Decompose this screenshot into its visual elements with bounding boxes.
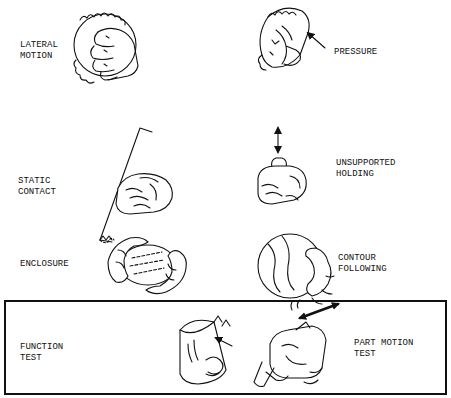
procedure-label: LATERAL MOTION — [20, 40, 70, 62]
group-box: FUNCTION TEST PART MOTION TEST — [4, 300, 447, 395]
procedure-label: UNSUPPORTED HOLDING — [336, 158, 408, 180]
procedure-label: CONTOUR FOLLOWING — [338, 253, 400, 275]
procedure-label: ENCLOSURE — [20, 259, 90, 270]
procedure-label: PART MOTION TEST — [354, 338, 424, 360]
procedure-label: PRESSURE — [334, 47, 404, 58]
procedure-label: FUNCTION TEST — [20, 342, 70, 364]
procedure-label: STATIC CONTACT — [18, 176, 68, 198]
